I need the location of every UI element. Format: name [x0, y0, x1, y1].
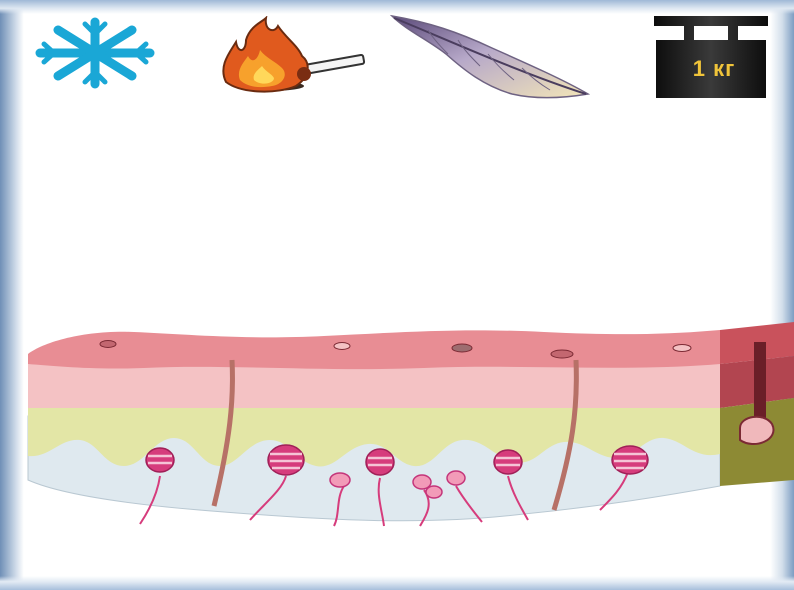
- snowflake-icon: [28, 16, 162, 90]
- flame-icon: [216, 16, 368, 94]
- skin-cross-section: [24, 320, 794, 552]
- frost-border-bottom: [0, 576, 794, 590]
- weight-label: 1 кг: [666, 56, 762, 82]
- feather-icon: [388, 10, 594, 102]
